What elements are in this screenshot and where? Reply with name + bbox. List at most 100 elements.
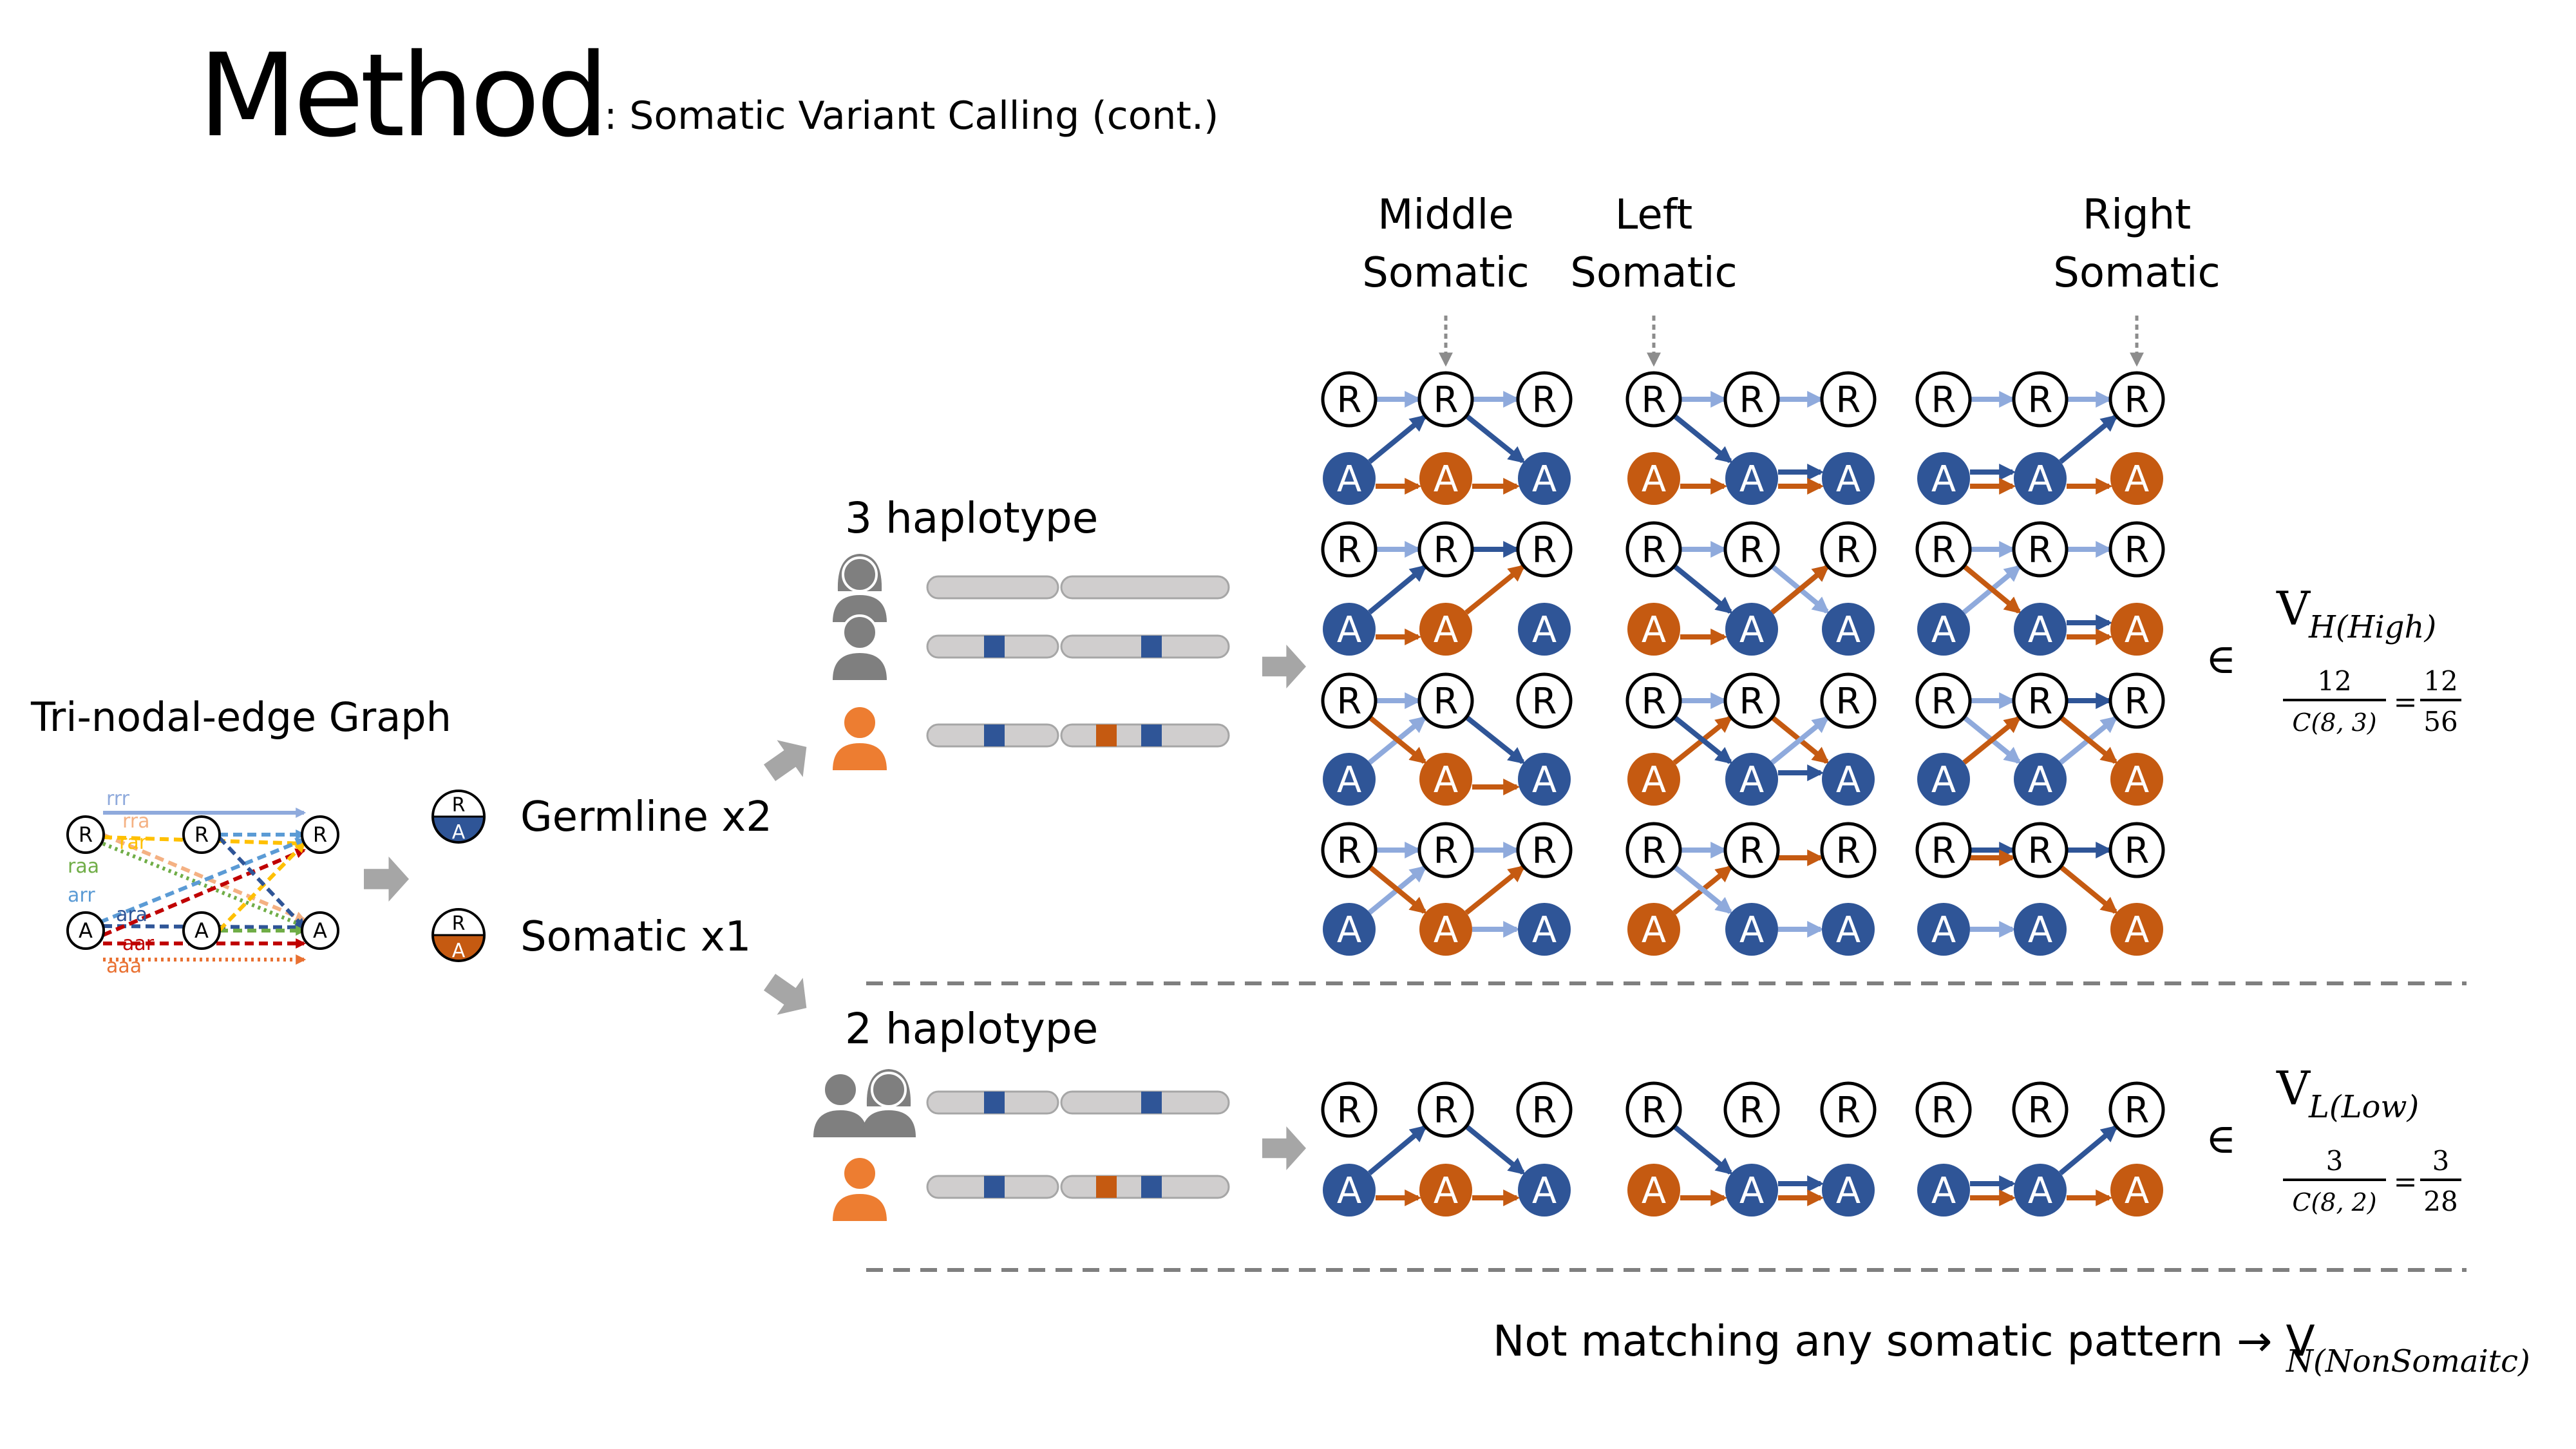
ref-node-label: R xyxy=(1642,379,1667,421)
alt-node xyxy=(1822,1164,1875,1217)
ref-node-label: R xyxy=(2028,830,2053,872)
germline-legend-icon: RA xyxy=(431,790,486,844)
graph-edge-arr xyxy=(99,838,306,924)
alt-node xyxy=(1822,603,1875,656)
page-subtitle: : Somatic Variant Calling (cont.) xyxy=(604,93,1219,138)
ref-node xyxy=(1516,672,1573,729)
alt-node xyxy=(1419,753,1472,806)
ref-node-label: R xyxy=(1532,681,1557,723)
ref-node-label: R xyxy=(1836,529,1861,571)
ref-node xyxy=(1820,1081,1877,1138)
alt-node-label: A xyxy=(2028,909,2052,951)
legend-top-half xyxy=(433,909,484,935)
person-head xyxy=(871,1072,907,1108)
graph-node-label: R xyxy=(313,822,327,847)
alt-node-label: A xyxy=(1931,1170,1956,1212)
ref-node-label: R xyxy=(2028,681,2053,723)
alt-node-label: A xyxy=(1931,759,1956,801)
fraction-numerator: 12 xyxy=(2317,665,2351,697)
ref-node xyxy=(2108,672,2165,729)
alt-node xyxy=(2110,903,2163,956)
variant-mark xyxy=(984,724,1005,746)
alt-node-label: A xyxy=(1337,459,1361,500)
ref-node-label: R xyxy=(1532,830,1557,872)
alt-node xyxy=(1725,1164,1778,1217)
alt-node xyxy=(1917,1164,1970,1217)
graph-node xyxy=(66,815,105,854)
middle-somatic-header-line2: Somatic xyxy=(1362,249,1529,297)
ref-node-label: R xyxy=(1434,379,1459,421)
equals-sign: = xyxy=(2394,686,2418,719)
alt-node xyxy=(1627,903,1680,956)
block-arrow-2hap xyxy=(1262,1126,1306,1170)
person-icon-somatic-2 xyxy=(833,1155,887,1221)
ref-node-label: R xyxy=(1931,681,1956,723)
ref-node-label: R xyxy=(1836,681,1861,723)
ref-node-label: R xyxy=(1931,1090,1956,1132)
chromosome-1 xyxy=(926,575,1230,600)
alt-node xyxy=(1518,903,1571,956)
graph-node xyxy=(301,815,339,854)
graph-edge-label: raa xyxy=(68,855,99,878)
ref-node-label: R xyxy=(2028,379,2053,421)
graph-edge-ara xyxy=(217,835,306,929)
alt-node-label: A xyxy=(1739,909,1764,951)
ref-node-label: R xyxy=(1739,1090,1765,1132)
alt-node xyxy=(1822,753,1875,806)
v-symbol: V xyxy=(2276,582,2311,636)
page-title: Method xyxy=(198,29,609,162)
graph-node xyxy=(301,911,339,950)
ref-node-label: R xyxy=(1337,681,1362,723)
chromosome-5 xyxy=(926,1175,1230,1199)
transition-edge xyxy=(1962,564,2022,614)
alt-node-label: A xyxy=(1337,909,1361,951)
block-arrow-up xyxy=(763,740,807,781)
left-somatic-header-line2: Somatic xyxy=(1570,249,1737,297)
ref-node-label: R xyxy=(1739,379,1765,421)
ref-node xyxy=(2012,371,2069,428)
ref-node-label: R xyxy=(1434,529,1459,571)
ref-node-label: R xyxy=(1642,529,1667,571)
ref-node xyxy=(1417,1081,1474,1138)
alt-node xyxy=(1518,1164,1571,1217)
ref-node xyxy=(2012,672,2069,729)
ref-node-label: R xyxy=(2125,681,2150,723)
alt-node-label: A xyxy=(1642,759,1666,801)
alt-node-label: A xyxy=(1836,609,1861,651)
block-arrow-graph-shape xyxy=(364,857,409,902)
ref-node-label: R xyxy=(1739,830,1765,872)
alt-node-label: A xyxy=(1642,1170,1666,1212)
alt-node-label: A xyxy=(1642,909,1666,951)
person-body xyxy=(833,1194,887,1221)
block-arrow-down xyxy=(763,974,807,1015)
fraction-numerator: 3 xyxy=(2326,1145,2344,1177)
alt-node xyxy=(2014,452,2067,505)
middle-somatic-header-line1: Middle xyxy=(1378,191,1513,239)
ref-node xyxy=(2012,521,2069,578)
alt-node-label: A xyxy=(1931,459,1956,500)
person-head xyxy=(842,1155,878,1191)
ref-node xyxy=(2012,1081,2069,1138)
alt-node-label: A xyxy=(1739,459,1764,500)
alt-node xyxy=(1822,452,1875,505)
chromosome-arm xyxy=(1060,575,1230,600)
block-arrow-3hap xyxy=(1262,645,1306,688)
alt-node-label: A xyxy=(1836,459,1861,500)
ref-node-label: R xyxy=(1337,1090,1362,1132)
alt-node xyxy=(1323,903,1376,956)
alt-node-label: A xyxy=(1434,909,1458,951)
alt-node xyxy=(1627,1164,1680,1217)
block-arrow-down-shape xyxy=(763,974,807,1015)
element-of-symbol: ∈ xyxy=(2206,636,2236,683)
ref-node xyxy=(2108,521,2165,578)
ref-node xyxy=(1516,521,1573,578)
ref-node xyxy=(2108,1081,2165,1138)
graph-node-label: A xyxy=(194,918,209,943)
v-subscript: L(Low) xyxy=(2308,1089,2419,1125)
legend-bottom-half xyxy=(433,935,484,961)
